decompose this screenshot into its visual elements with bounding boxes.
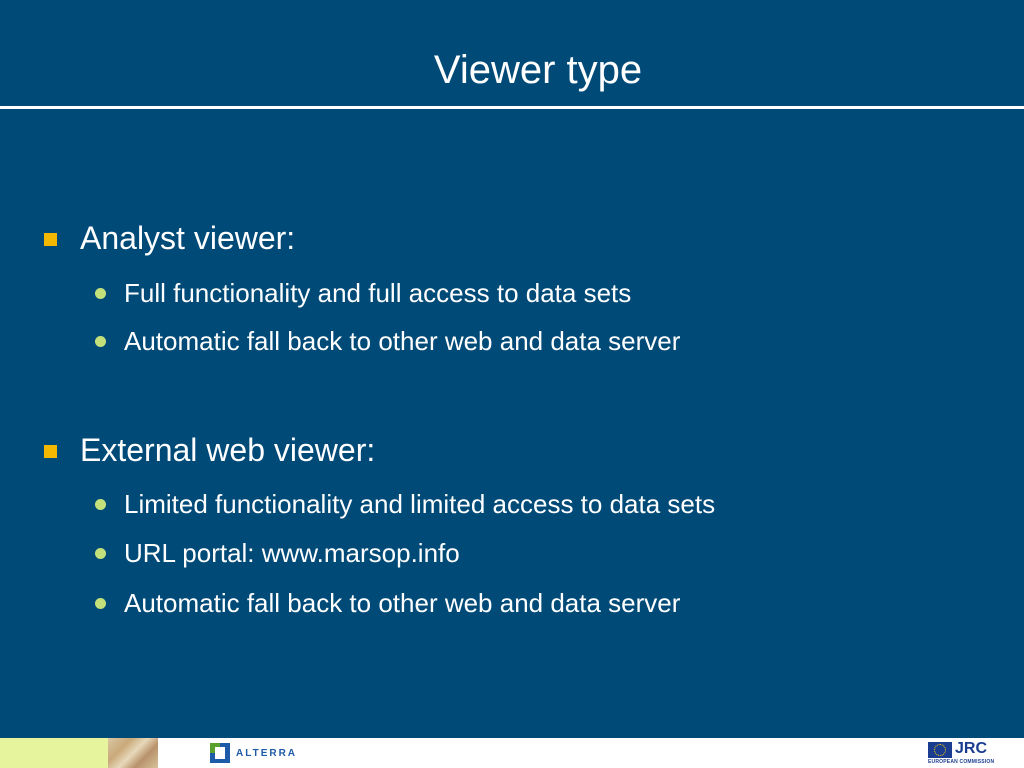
slide-title: Viewer type (433, 48, 643, 92)
square-bullet-icon (44, 233, 57, 246)
list-item: Automatic fall back to other web and dat… (124, 326, 681, 356)
slide: Viewer type Analyst viewer: Full functio… (0, 48, 1024, 618)
alterra-logo: ALTERRA (210, 742, 297, 764)
list-item: Automatic fall back to other web and dat… (124, 588, 681, 618)
dot-bullet-icon (95, 598, 106, 609)
dot-bullet-icon (95, 499, 106, 510)
list-item: URL portal: www.marsop.info (124, 538, 460, 568)
title-divider (0, 106, 1024, 109)
alterra-mark-icon (210, 743, 230, 763)
jrc-logo-text: JRC (955, 740, 988, 757)
slide-content: Analyst viewer: Full functionality and f… (44, 220, 716, 618)
section-heading: External web viewer: (80, 432, 376, 468)
square-bullet-icon (44, 445, 57, 458)
footer-accent-block (0, 738, 108, 768)
european-commission-text: EUROPEAN COMMISSION (928, 759, 995, 765)
dot-bullet-icon (95, 548, 106, 559)
dot-bullet-icon (95, 288, 106, 299)
footer-bar: ALTERRA JRC EUROPEAN COMMISSION (0, 738, 1024, 768)
dot-bullet-icon (95, 336, 106, 347)
footer-photo (108, 738, 158, 768)
jrc-logo: JRC EUROPEAN COMMISSION (928, 740, 994, 766)
section-heading: Analyst viewer: (80, 220, 296, 256)
alterra-logo-text: ALTERRA (236, 747, 298, 759)
list-item: Limited functionality and limited access… (124, 489, 716, 519)
list-item: Full functionality and full access to da… (124, 278, 632, 308)
eu-flag-icon (928, 742, 952, 758)
